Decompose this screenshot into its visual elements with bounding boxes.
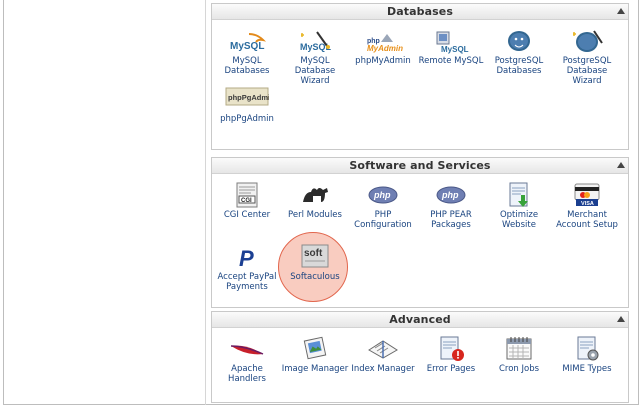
item-phppgadmin[interactable]: phpPgAdmin phpPgAdmin — [213, 86, 281, 124]
item-label: phpMyAdmin — [355, 56, 411, 66]
merchant-card-icon: VISA — [574, 183, 600, 207]
svg-text:P: P — [239, 246, 254, 270]
collapse-arrow-icon[interactable] — [617, 8, 625, 14]
item-php-pear-packages[interactable]: php PHP PEAR Packages — [417, 182, 485, 230]
item-phpmyadmin[interactable]: php MyAdmin phpMyAdmin — [349, 30, 417, 66]
postgresql-wizard-icon — [573, 30, 603, 52]
item-label: phpPgAdmin — [220, 114, 274, 124]
item-error-pages[interactable]: Error Pages — [417, 336, 485, 374]
cgi-icon: CGI — [236, 182, 258, 208]
paypal-icon: P — [239, 246, 254, 270]
item-postgresql-database-wizard[interactable]: PostgreSQL Database Wizard — [553, 30, 621, 86]
phpmyadmin-icon: php MyAdmin — [367, 34, 403, 53]
svg-text:CGI: CGI — [241, 198, 252, 204]
advanced-title: Advanced — [389, 313, 451, 326]
item-merchant-account-setup[interactable]: VISA Merchant Account Setup — [553, 182, 621, 230]
svg-text:MyAdmin: MyAdmin — [367, 44, 403, 53]
remote-mysql-icon: MySQL — [436, 31, 469, 54]
item-label: MySQL Databases — [224, 56, 270, 76]
item-label: CGI Center — [223, 210, 271, 220]
item-label: Accept PayPal Payments — [217, 272, 277, 292]
svg-text:MySQL: MySQL — [300, 42, 332, 52]
databases-title: Databases — [387, 5, 453, 18]
svg-text:MySQL: MySQL — [441, 45, 469, 54]
mysql-wizard-icon: MySQL — [300, 31, 332, 52]
item-label: PHP Configuration — [354, 210, 412, 230]
item-apache-handlers[interactable]: Apache Handlers — [213, 336, 281, 384]
databases-panel: Databases MySQL MySQL Databases MySQL My… — [211, 3, 629, 150]
collapse-arrow-icon[interactable] — [617, 162, 625, 168]
item-label: Softaculous — [290, 272, 340, 282]
softaculous-icon: soft — [301, 244, 329, 268]
cron-calendar-icon — [506, 337, 532, 360]
error-pages-icon — [440, 336, 464, 361]
item-label: MySQL Database Wizard — [294, 56, 336, 86]
bottom-frame-border — [3, 404, 639, 405]
software-services-header[interactable]: Software and Services — [212, 158, 628, 174]
postgresql-icon — [508, 31, 530, 51]
item-mysql-databases[interactable]: MySQL MySQL Databases — [213, 30, 281, 76]
mysql-icon: MySQL — [230, 33, 267, 52]
mime-types-icon — [577, 336, 599, 361]
svg-text:php: php — [367, 38, 380, 45]
svg-text:soft: soft — [304, 248, 323, 259]
item-cgi-center[interactable]: CGI CGI Center — [213, 182, 281, 220]
item-label: Remote MySQL — [418, 56, 484, 66]
item-mime-types[interactable]: MIME Types — [553, 336, 621, 374]
item-label: PostgreSQL Database Wizard — [562, 56, 612, 86]
phppgadmin-icon: phpPgAdmin — [225, 87, 269, 106]
svg-text:VISA: VISA — [581, 201, 594, 207]
item-label: Apache Handlers — [228, 364, 266, 384]
item-label: Perl Modules — [288, 210, 342, 220]
collapse-arrow-icon[interactable] — [617, 316, 625, 322]
item-label: Optimize Website — [499, 210, 539, 230]
advanced-panel: Advanced Apache Handlers Image Manager — [211, 311, 629, 403]
apache-feather-icon — [230, 345, 264, 355]
svg-text:MySQL: MySQL — [230, 41, 264, 52]
image-manager-icon — [303, 336, 327, 360]
item-label: Image Manager — [281, 364, 349, 374]
item-label: Merchant Account Setup — [556, 210, 618, 230]
item-label: Cron Jobs — [498, 364, 540, 374]
svg-text:php: php — [373, 190, 391, 200]
item-perl-modules[interactable]: Perl Modules — [281, 182, 349, 220]
perl-camel-icon — [303, 188, 328, 202]
item-softaculous[interactable]: soft Softaculous — [281, 244, 349, 282]
php-icon: php — [368, 186, 398, 204]
item-label: MIME Types — [562, 364, 612, 374]
index-manager-icon — [368, 340, 398, 359]
item-mysql-database-wizard[interactable]: MySQL MySQL Database Wizard — [281, 30, 349, 86]
item-index-manager[interactable]: Index Manager — [349, 336, 417, 374]
item-remote-mysql[interactable]: MySQL Remote MySQL — [417, 30, 485, 66]
item-php-configuration[interactable]: php PHP Configuration — [349, 182, 417, 230]
databases-header[interactable]: Databases — [212, 4, 628, 20]
optimize-icon — [509, 182, 528, 207]
svg-text:phpPgAdmin: phpPgAdmin — [228, 93, 269, 102]
item-postgresql-databases[interactable]: PostgreSQL Databases — [485, 30, 553, 76]
left-frame-border — [3, 0, 4, 405]
svg-text:php: php — [441, 190, 459, 200]
column-divider — [205, 0, 206, 405]
advanced-header[interactable]: Advanced — [212, 312, 628, 328]
item-label: PHP PEAR Packages — [430, 210, 472, 230]
php-pear-icon: php — [436, 186, 466, 204]
software-services-title: Software and Services — [349, 159, 491, 172]
software-services-panel: Software and Services CGI CGI Center Per… — [211, 157, 629, 308]
item-accept-paypal-payments[interactable]: P Accept PayPal Payments — [213, 244, 281, 292]
item-label: Error Pages — [426, 364, 476, 374]
item-cron-jobs[interactable]: Cron Jobs — [485, 336, 553, 374]
item-optimize-website[interactable]: Optimize Website — [485, 182, 553, 230]
item-image-manager[interactable]: Image Manager — [281, 336, 349, 374]
item-label: Index Manager — [351, 364, 415, 374]
item-label: PostgreSQL Databases — [494, 56, 544, 76]
right-frame-border — [638, 0, 639, 405]
